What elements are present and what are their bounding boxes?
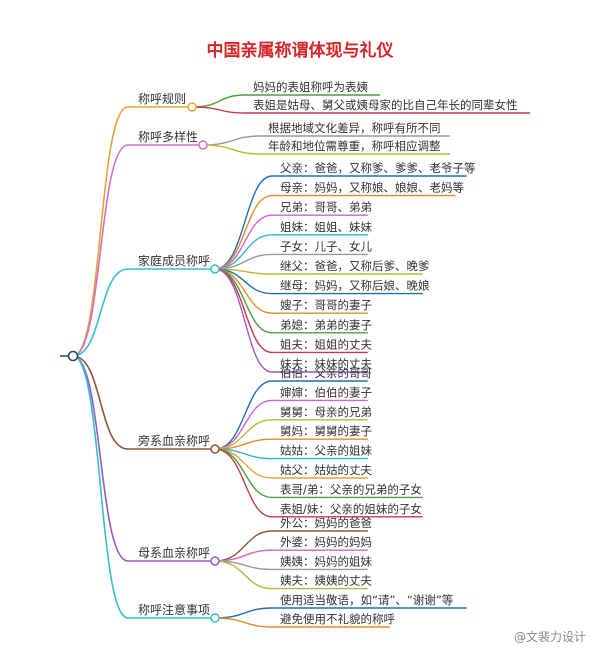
root-node — [67, 350, 79, 362]
leaf-label: 妈妈的表姐称呼为表姨 — [253, 80, 368, 94]
leaf-label: 姨夫：姨姨的丈夫 — [280, 574, 372, 588]
leaf-label: 姑姑：父亲的姐妹 — [280, 444, 372, 458]
leaf-label: 婶婶：伯伯的妻子 — [280, 385, 372, 399]
branch-connector — [72, 106, 192, 357]
leaf-connector — [214, 549, 368, 562]
leaf-label: 表哥/弟：父亲的兄弟的子女 — [280, 482, 422, 496]
branch-connector — [72, 355, 215, 619]
connector-lines — [60, 94, 530, 628]
branch-label: 母系血亲称呼 — [138, 546, 210, 560]
branch-label: 称呼规则 — [138, 91, 186, 106]
leaf-connector — [202, 144, 450, 155]
leaf-label: 妹夫：妹妹的丈夫 — [280, 357, 372, 371]
leaf-label: 表姐是姑母、舅父或姨母家的比自己年长的同辈女性 — [253, 98, 518, 112]
nodes — [67, 102, 220, 623]
leaf-connector — [214, 175, 467, 270]
branch-label: 家庭成员称呼 — [138, 253, 210, 268]
branch-node — [210, 613, 220, 623]
leaf-label: 表姐/妹：父亲的姐妹的子女 — [280, 502, 422, 516]
leaf-connector — [214, 419, 368, 450]
leaf-connector — [214, 448, 423, 518]
leaf-label: 舅妈：舅舅的妻子 — [280, 424, 372, 438]
leaf-label: 使用适当敬语，如“请”、“谢谢”等 — [280, 593, 453, 607]
branch-node — [187, 102, 197, 112]
leaf-connector — [214, 530, 368, 562]
leaf-label: 年龄和地位需尊重，称呼相应调整 — [268, 139, 441, 153]
leaf-connector — [202, 135, 450, 146]
leaf-label: 伯伯：父亲的哥哥 — [280, 366, 372, 380]
branch-node — [210, 264, 220, 274]
leaf-label: 姨姨：妈妈的姐妹 — [280, 554, 372, 568]
leaf-connector — [214, 617, 390, 628]
branch-connector — [72, 355, 215, 450]
leaf-label: 外公：妈妈的爸爸 — [280, 516, 372, 530]
leaf-connector — [214, 438, 368, 450]
branch-node — [210, 444, 220, 454]
leaf-connector — [214, 399, 368, 450]
watermark: @文裴力设计 — [513, 630, 586, 644]
leaf-label: 弟媳：弟弟的妻子 — [280, 318, 372, 332]
labels: 称呼规则 妈妈的表姐称呼为表姨表姐是姑母、舅父或姨母家的比自己年长的同辈女性称呼多… — [138, 80, 518, 626]
leaf-connector — [191, 106, 530, 114]
leaf-label: 舅舅：母亲的兄弟 — [280, 405, 372, 419]
leaf-label: 父亲：爸爸，又称爹、爹爹、老爷子等 — [280, 161, 476, 175]
leaf-label: 姐夫：姐姐的丈夫 — [280, 337, 372, 351]
branch-label: 称呼注意事项 — [138, 602, 210, 617]
branch-connector — [72, 268, 215, 357]
branch-label: 称呼多样性 — [138, 129, 198, 144]
page-title: 中国亲属称谓体现与礼仪 — [206, 41, 394, 61]
leaf-label: 根据地域文化差异，称呼有所不同 — [268, 121, 441, 135]
branch-node — [198, 140, 208, 150]
leaf-connector — [214, 268, 368, 373]
leaf-label: 姐妹：姐姐、妹妹 — [280, 220, 372, 234]
leaf-connector — [214, 560, 368, 590]
branch-node — [210, 556, 220, 566]
leaf-label: 姑父：姑姑的丈夫 — [280, 463, 372, 477]
leaf-label: 外婆：妈妈的妈妈 — [280, 535, 372, 549]
branch-connector — [72, 355, 215, 562]
leaf-connector — [214, 214, 368, 270]
leaf-connector — [214, 607, 467, 619]
leaf-connector — [214, 253, 368, 270]
leaf-label: 兄弟：哥哥、弟弟 — [280, 200, 372, 214]
leaf-label: 子女：儿子、女儿 — [280, 239, 372, 253]
leaf-connector — [214, 234, 368, 270]
branch-label: 旁系血亲称呼 — [138, 433, 210, 448]
leaf-label: 嫂子：哥哥的妻子 — [280, 298, 372, 312]
leaf-label: 继母：妈妈，又称后娘、晚娘 — [280, 279, 430, 293]
leaf-label: 继父：爸爸，又称后爹、晚爹 — [280, 259, 430, 273]
branch-connector — [72, 144, 203, 357]
leaf-connector — [214, 194, 456, 270]
leaf-label: 避免使用不礼貌的称呼 — [280, 612, 395, 626]
leaf-connector — [214, 380, 368, 450]
leaf-label: 母亲：妈妈，又称娘、娘娘、老妈等 — [280, 181, 464, 195]
